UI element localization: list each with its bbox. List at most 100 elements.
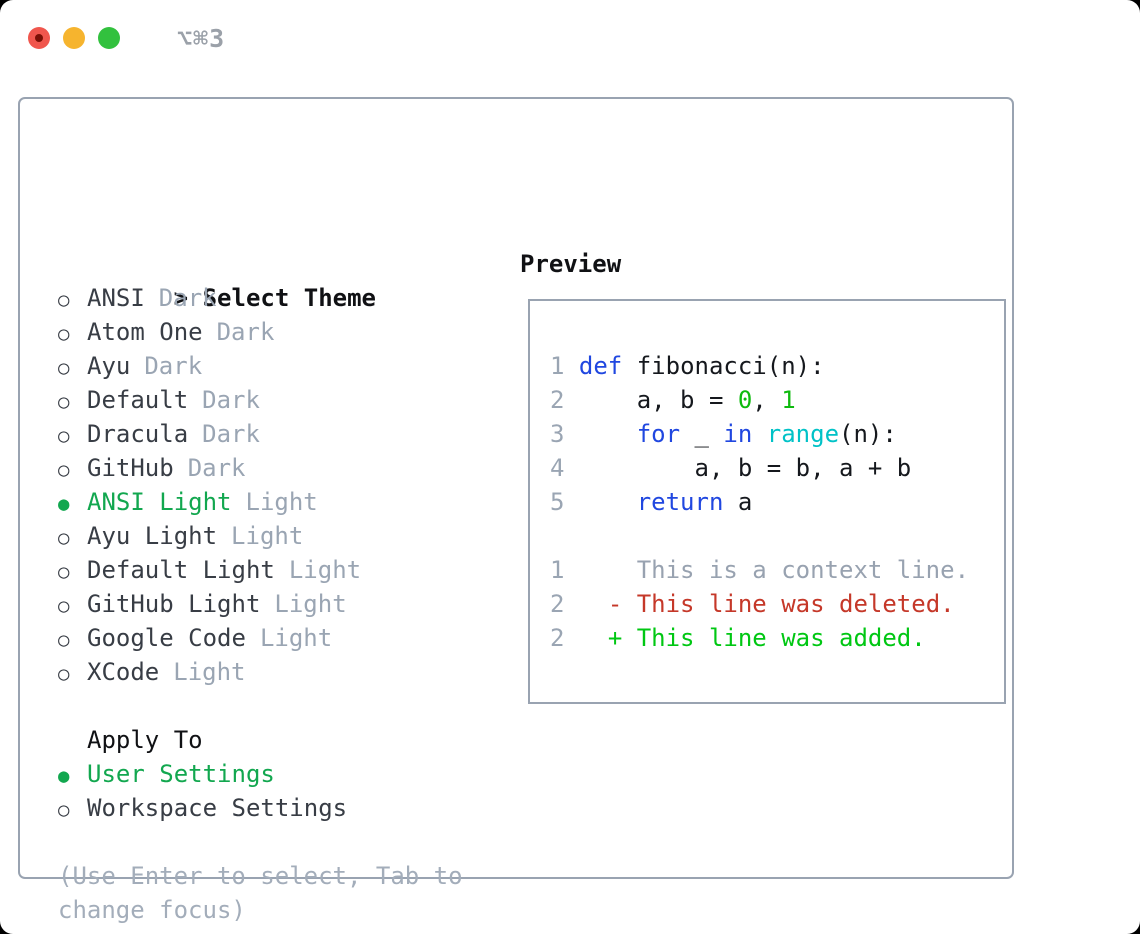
code-segment	[564, 420, 636, 448]
code-segment: fibonacci(n):	[622, 352, 825, 380]
theme-option[interactable]: ○ GitHub Dark	[58, 451, 463, 485]
apply-to-option[interactable]: ○Workspace Settings	[58, 791, 463, 825]
code-segment: ,	[752, 386, 782, 414]
option-label: XCode	[87, 658, 160, 686]
apply-to-list: ●User Settings○Workspace Settings	[58, 757, 463, 825]
radio-icon: ○	[58, 459, 70, 481]
line-number: 1	[550, 556, 565, 584]
radio-icon: ○	[58, 357, 70, 379]
radio-icon: ●	[58, 493, 70, 515]
line-number: 1	[550, 352, 565, 380]
code-segment: a, b = b, a + b	[564, 454, 912, 482]
line-number: 4	[550, 454, 565, 482]
variant-tag: Dark	[202, 386, 260, 414]
theme-option[interactable]: ○ XCode Light	[58, 655, 463, 689]
code-line: 2 - This line was deleted.	[550, 587, 1004, 621]
theme-option[interactable]: ○ Default Light Light	[58, 553, 463, 587]
line-number: 3	[550, 420, 565, 448]
code-line: 3 for _ in range(n):	[550, 417, 1004, 451]
theme-option[interactable]: ○ GitHub Light Light	[58, 587, 463, 621]
theme-list-title: Select Theme	[202, 284, 376, 312]
theme-option[interactable]: ○ Ayu Dark	[58, 349, 463, 383]
close-modified-dot-icon	[35, 34, 43, 42]
radio-icon: ●	[58, 765, 70, 787]
line-number: 2	[550, 386, 565, 414]
variant-tag: Light	[173, 658, 246, 686]
apply-to-option[interactable]: ●User Settings	[58, 757, 463, 791]
code-segment: a	[723, 488, 753, 516]
variant-tag: Light	[274, 590, 347, 618]
code-line: 1 def fibonacci(n):	[550, 349, 1004, 383]
code-segment: in	[723, 420, 753, 448]
line-number: 2	[550, 590, 565, 618]
option-label: Ayu	[87, 352, 131, 380]
theme-option[interactable]: ● ANSI Light Light	[58, 485, 463, 519]
cursor-icon: >	[173, 284, 189, 312]
code-segment: for	[636, 420, 681, 448]
code-segment	[564, 590, 607, 618]
option-label: Atom One	[87, 318, 203, 346]
code-segment: _	[680, 420, 724, 448]
code-segment	[564, 352, 578, 380]
variant-tag: Dark	[202, 420, 260, 448]
option-label: GitHub Light	[87, 590, 261, 618]
variant-tag: Light	[245, 488, 318, 516]
code-segment: 0	[737, 386, 753, 414]
spacer	[58, 689, 463, 723]
code-line: 1 This is a context line.	[550, 553, 1004, 587]
apply-to-header: Apply To	[87, 726, 203, 754]
titlebar: ⌥⌘3	[28, 23, 226, 53]
variant-tag: Light	[259, 624, 333, 652]
code-line: 4 a, b = b, a + b	[550, 451, 1004, 485]
help-text-line2: change focus)	[58, 896, 246, 924]
radio-icon: ○	[58, 799, 70, 821]
variant-tag: Light	[288, 556, 362, 584]
code-segment: (n):	[839, 420, 897, 448]
zoom-button[interactable]	[98, 27, 120, 49]
radio-icon: ○	[58, 663, 70, 685]
code-segment: return	[636, 488, 724, 516]
variant-tag: Dark	[187, 454, 246, 482]
radio-icon: ○	[58, 527, 70, 549]
minimize-button[interactable]	[63, 27, 85, 49]
code-segment: def	[578, 352, 623, 380]
code-segment: + This line was added.	[607, 624, 926, 652]
option-label: GitHub	[87, 454, 174, 482]
line-number: 5	[550, 488, 565, 516]
code-line: 2 + This line was added.	[550, 621, 1004, 655]
variant-tag: Dark	[144, 352, 203, 380]
code-line	[550, 519, 1004, 553]
radio-icon: ○	[58, 595, 70, 617]
option-label: ANSI Light	[87, 488, 232, 516]
help-text-line1: (Use Enter to select, Tab to	[58, 862, 463, 890]
close-button[interactable]	[28, 27, 50, 49]
preview-title: Preview	[520, 250, 622, 278]
theme-list-header-row: > Select Theme	[58, 247, 463, 312]
window-title: ⌥⌘3	[177, 23, 226, 53]
radio-icon: ○	[58, 561, 70, 583]
line-number: 2	[550, 624, 565, 652]
option-label: Default	[87, 386, 189, 414]
radio-icon: ○	[58, 629, 70, 651]
radio-icon: ○	[58, 289, 70, 311]
theme-option[interactable]: ○ Google Code Light	[58, 621, 463, 655]
option-label: Google Code	[87, 624, 246, 652]
radio-icon: ○	[58, 425, 70, 447]
code-segment	[564, 624, 607, 652]
option-label: Default Light	[87, 556, 275, 584]
code-line: 5 return a	[550, 485, 1004, 519]
code-segment	[564, 488, 636, 516]
code-segment	[752, 420, 766, 448]
code-segment: This is a context line.	[564, 556, 970, 584]
variant-tag: Dark	[216, 318, 275, 346]
